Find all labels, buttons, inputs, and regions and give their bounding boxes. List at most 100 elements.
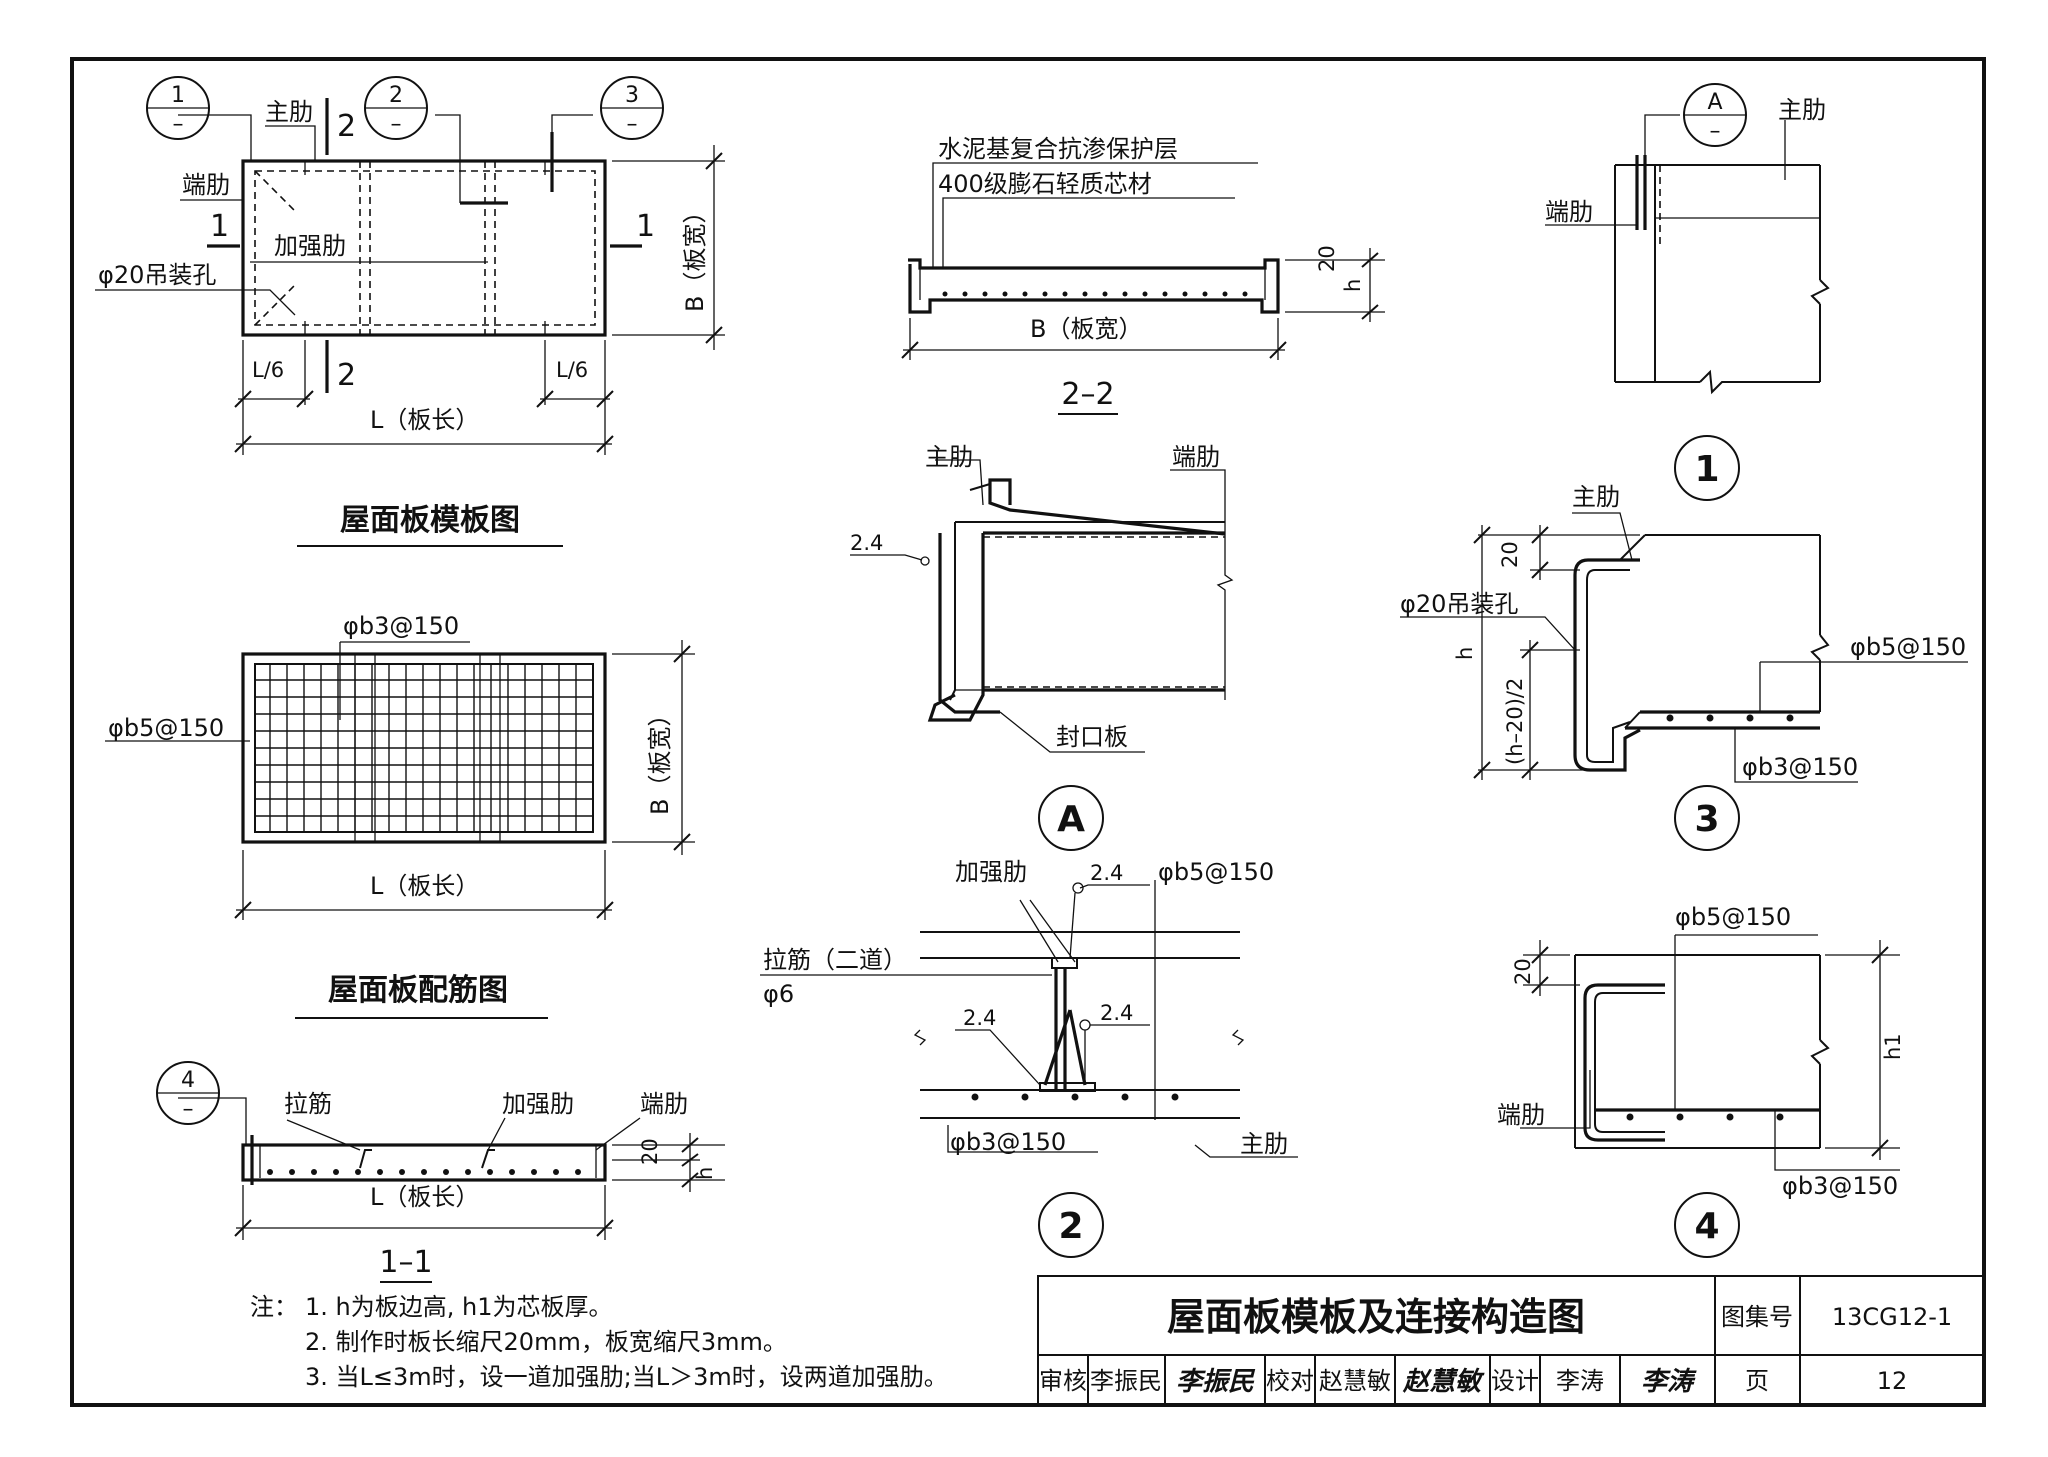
detail-4-top-bar: φb5@150 [1675,903,1791,931]
plan-l6-right: L/6 [556,358,588,382]
note-2: 2. 制作时板长缩尺20mm，板宽缩尺3mm。 [305,1328,787,1356]
drawing-title: 屋面板模板及连接构造图 [1167,1295,1585,1339]
sec11-length-label: L（板长） [370,1183,479,1211]
bubble-2-num: 2 [389,83,403,108]
sheet-frame [70,57,1986,1407]
detail-4-bottom-bar: φb3@150 [1782,1172,1898,1200]
detail-2-weld-top: 2.4 [1090,861,1123,885]
detail-a-seal-plate: 封口板 [1056,723,1128,751]
sec22-layer2: 400级膨石轻质芯材 [938,170,1152,198]
bubble-3-num: 3 [625,83,639,108]
check-label: 校对 [1266,1367,1314,1395]
note-3: 3. 当L≤3m时，设一道加强肋;当L＞3m时，设两道加强肋。 [305,1363,948,1391]
notes: 注： 1. h为板边高, h1为芯板厚。 2. 制作时板长缩尺20mm，板宽缩尺… [250,1293,948,1391]
detail-3-top-bar: φb5@150 [1850,633,1966,661]
bubble-1-dash: – [173,112,184,137]
detail-4: φb5@150 20 h1 端肋 φb3@150 4 [1497,903,1905,1258]
plan-l6-left: L/6 [252,358,284,382]
detail-a: 主肋 端肋 2.4 封口板 A [850,443,1234,851]
detail-3-main-rib: 主肋 [1572,483,1620,511]
detail-1: A – 主肋 端肋 1 [1545,83,1830,501]
notes-prefix: 注： [250,1293,298,1321]
plan-length-label: L（板长） [370,406,479,434]
detail-3-bottom-bar: φb3@150 [1742,753,1858,781]
detail-3: 主肋 φ20吊装孔 20 h (h–20)/2 φb5@150 φb3@150 … [1400,483,1968,851]
detail-2: 加强肋 2.4 φb5@150 拉筋（二道） φ6 2.4 2.4 φb3@15… [760,858,1298,1258]
detail-2-label: 2 [1058,1206,1083,1247]
detail-3-dim-half: (h–20)/2 [1503,678,1527,765]
sec22-width-label: B（板宽） [1030,315,1142,343]
detail-3-dim-20: 20 [1498,541,1522,568]
detail-2-top-bar: φb5@150 [1158,858,1274,886]
detail-a-end-rib: 端肋 [1172,443,1220,471]
detail-3-label: 3 [1694,799,1719,840]
reviewer: 李振民 [1090,1367,1162,1395]
detail-a-marker [1038,785,1104,851]
detail-2-tie-dia: φ6 [763,980,794,1008]
atlas-no-label: 图集号 [1721,1303,1793,1331]
detail-1-ref-dash: – [1710,119,1721,144]
detail-1-marker [1674,435,1740,501]
sec22-dim-h: h [1341,279,1365,292]
bubble-4-dash: – [183,1097,194,1122]
bubble-4-num: 4 [181,1068,195,1093]
sec11-end-rib-label: 端肋 [640,1090,688,1118]
plan-cut-1-left: 1 [210,209,229,244]
detail-2-main-rib: 主肋 [1240,1130,1288,1158]
detail-2-weld-left: 2.4 [963,1006,996,1030]
sec11-title: 1–1 [379,1245,432,1280]
checker: 赵慧敏 [1319,1367,1391,1395]
design-label: 设计 [1491,1367,1539,1395]
detail-a-main-rib: 主肋 [925,443,973,471]
detail-2-marker [1038,1192,1104,1258]
atlas-no: 13CG12-1 [1832,1303,1952,1331]
rebar-top-bar-label: φb3@150 [343,612,459,640]
detail-a-label: A [1057,799,1085,840]
sec22-layer1: 水泥基复合抗渗保护层 [938,135,1178,163]
bubble-1-num: 1 [171,83,185,108]
rebar-plan-view: φb3@150 φb5@150 B（板宽） L（板长） 屋面板配筋图 [105,612,695,1019]
detail-2-tie: 拉筋（二道） [763,946,907,974]
plan-width-label: B（板宽） [681,200,709,312]
plan-cut-1-right: 1 [636,209,655,244]
detail-4-dim-h1: h1 [1881,1033,1905,1060]
detail-1-label: 1 [1694,449,1719,490]
detail-1-main-rib: 主肋 [1778,96,1826,124]
sec11-dim-20: 20 [638,1138,662,1165]
detail-4-marker [1674,1192,1740,1258]
sec22-dim-20: 20 [1315,245,1339,272]
plan-stiffener-label: 加强肋 [274,232,346,260]
rebar-length-label: L（板长） [370,872,479,900]
sec22-title: 2–2 [1061,377,1114,412]
detail-3-marker [1674,785,1740,851]
checker-signature: 赵慧敏 [1402,1367,1485,1397]
plan-cut-2-bottom: 2 [337,358,356,393]
detail-1-ref: A [1707,90,1722,115]
rebar-side-bar-label: φb5@150 [108,714,224,742]
plan-main-rib-label: 主肋 [265,98,313,126]
title-block: 屋面板模板及连接构造图 图集号 13CG12-1 审核 李振民 李振民 校对 赵… [1037,1275,1985,1406]
review-label: 审核 [1039,1367,1087,1395]
plan-title: 屋面板模板图 [340,503,520,538]
rebar-plan-title: 屋面板配筋图 [328,973,508,1008]
bubble-3-dash: – [627,112,638,137]
sec11-tie-label: 拉筋 [284,1090,332,1118]
detail-2-stiffener: 加强肋 [955,858,1027,886]
detail-4-end-rib: 端肋 [1497,1101,1545,1129]
bubble-2-dash: – [391,112,402,137]
designer-signature: 李涛 [1641,1367,1697,1397]
plan-hole-label: φ20吊装孔 [98,261,216,289]
plan-cut-2-top: 2 [337,109,356,144]
note-1: 1. h为板边高, h1为芯板厚。 [305,1293,612,1321]
page-no: 12 [1877,1367,1908,1395]
rebar-width-label: B（板宽） [646,703,674,815]
detail-1-end-rib: 端肋 [1545,198,1593,226]
sec11-dim-h: h [693,1167,717,1180]
detail-2-bottom-bar: φb3@150 [950,1128,1066,1156]
designer: 李涛 [1556,1367,1604,1395]
section-2-2: 水泥基复合抗渗保护层 400级膨石轻质芯材 20 h B（板宽） 2–2 [901,135,1385,415]
detail-4-label: 4 [1694,1206,1719,1247]
section-1-1: 4 – 拉筋 加强肋 端肋 20 h L（板长） 1–1 [156,1061,725,1283]
detail-2-weld-right: 2.4 [1100,1001,1133,1025]
